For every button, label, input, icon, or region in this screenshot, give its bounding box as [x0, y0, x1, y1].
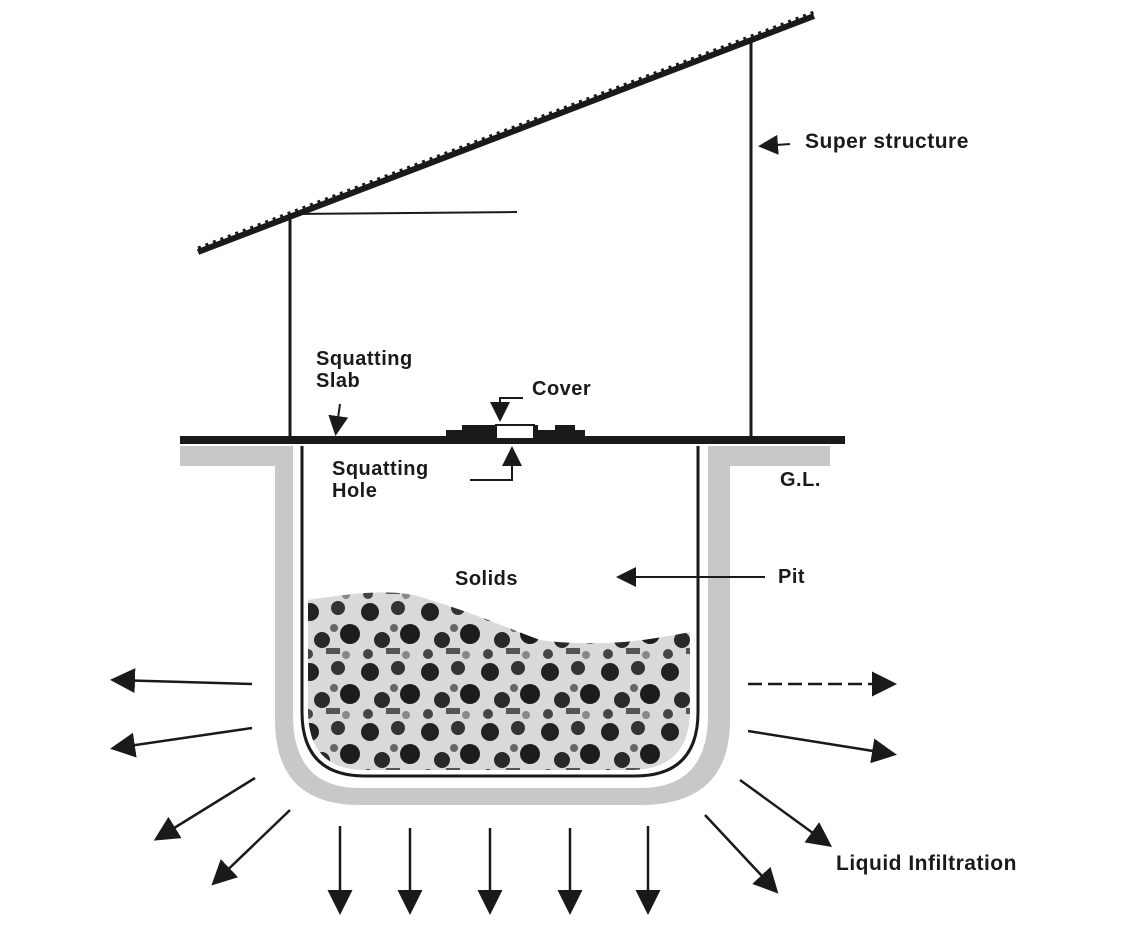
- cover-pointer: [490, 397, 523, 422]
- infiltration-arrow: [110, 726, 253, 758]
- roof-brace: [289, 211, 518, 215]
- hole-pointer: [470, 446, 522, 481]
- solids-label: Solids: [455, 568, 519, 590]
- ground-level-label: G.L.: [780, 469, 821, 491]
- infiltration-arrow: [211, 809, 291, 886]
- squatting-hole-label-line1: Squatting: [332, 458, 429, 480]
- squatting-hole: [495, 424, 535, 440]
- roof: [196, 10, 816, 255]
- ground-strip-left: [180, 446, 292, 466]
- cover-label: Cover: [532, 378, 592, 400]
- infiltration-arrow: [153, 776, 256, 841]
- solids-mass: [308, 592, 690, 770]
- liquid-infiltration-label: Liquid Infiltration: [836, 852, 1017, 875]
- squatting-slab-label-line2: Slab: [316, 370, 361, 392]
- infiltration-arrow: [110, 668, 253, 694]
- squatting-hole-label: Squatting Hole: [332, 458, 429, 502]
- pit-wall: [300, 446, 700, 778]
- infiltration-arrow: [747, 729, 897, 764]
- squatting-slab-label-line1: Squatting: [316, 348, 413, 370]
- super-structure-label: Super structure: [805, 130, 969, 153]
- super-structure-pointer: [758, 134, 791, 155]
- infiltration-arrow: [739, 778, 833, 847]
- squatting-hole-label-line2: Hole: [332, 480, 378, 502]
- squatting-slab-label: Squatting Slab: [316, 348, 413, 392]
- ground-strip-right: [708, 446, 830, 466]
- slab-pointer: [328, 403, 349, 436]
- pit-label: Pit: [778, 566, 806, 588]
- infiltration-arrows: [110, 668, 897, 915]
- infiltration-arrow: [704, 814, 779, 894]
